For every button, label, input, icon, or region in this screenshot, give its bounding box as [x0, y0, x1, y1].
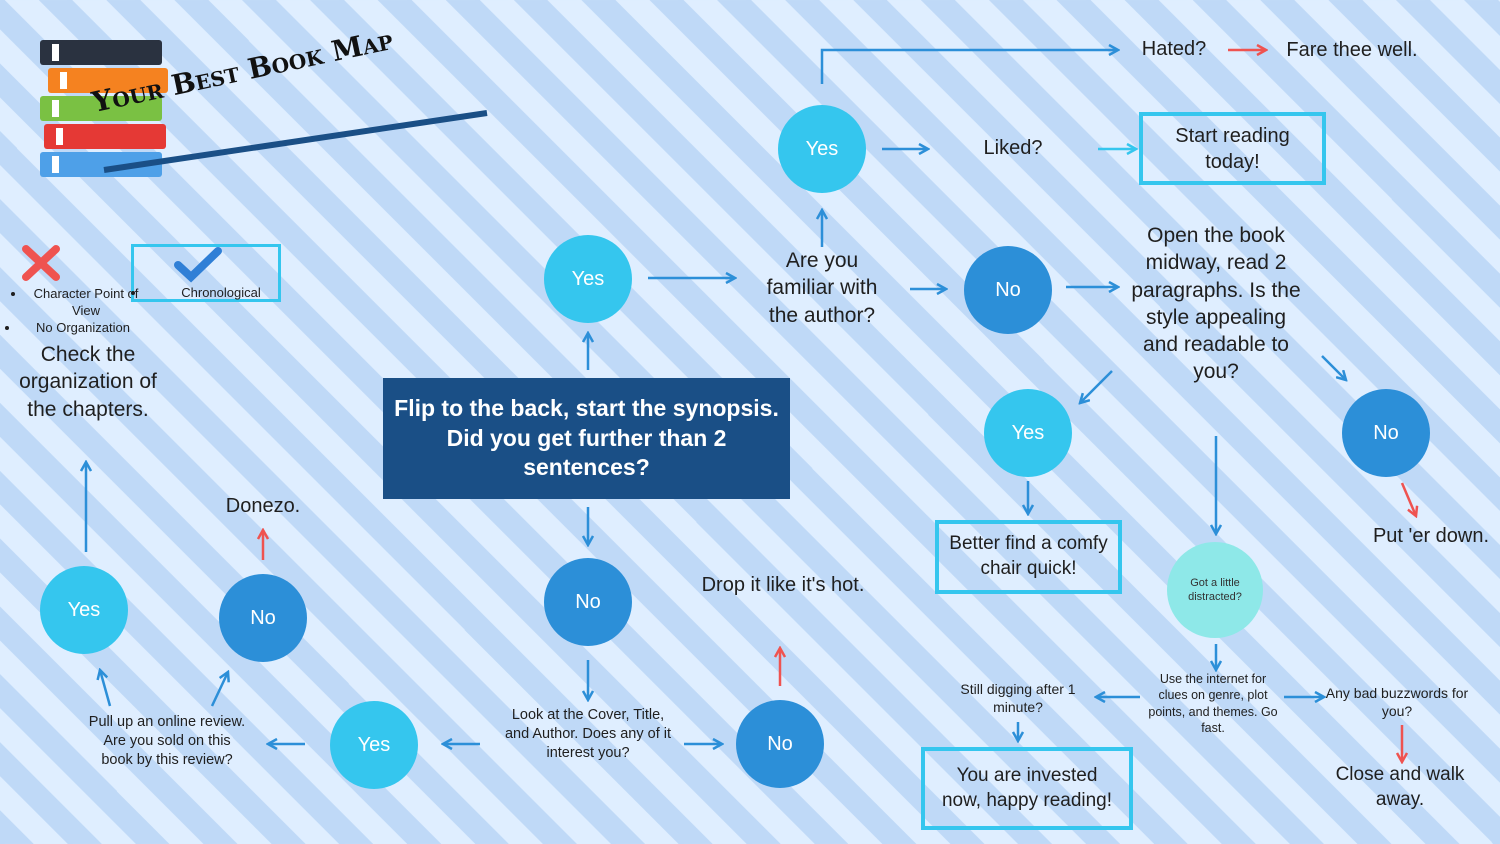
put-down-text: Put 'er down.	[1372, 525, 1490, 547]
org-bad-list: Character Point of View No Organization	[8, 286, 146, 337]
review-yes-node: Yes	[40, 566, 128, 654]
check-organization-text: Check the organization of the chapters.	[19, 343, 157, 421]
arrow-review-to-yes	[100, 670, 112, 707]
org-good-box: Chronological	[131, 244, 281, 302]
start-question-box: Flip to the back, start the synopsis. Di…	[383, 378, 790, 499]
start-reading-box: Start reading today!	[1139, 112, 1326, 185]
arrow-review-to-no	[210, 672, 228, 707]
internet-clues-text: Use the internet for clues on genre, plo…	[1148, 672, 1278, 735]
author-yes-node: Yes	[778, 105, 866, 193]
style-yes-node: Yes	[984, 389, 1072, 477]
close-walk-text: Close and walk away.	[1335, 764, 1465, 810]
author-no-node: No	[964, 246, 1052, 334]
cross-icon	[22, 245, 60, 281]
look-cover-text: Look at the Cover, Title, and Author. Do…	[504, 707, 672, 761]
synopsis-yes-node: Yes	[544, 235, 632, 323]
arrow-open-to-yes	[1080, 370, 1113, 403]
still-digging-text: Still digging after 1 minute?	[960, 681, 1076, 716]
liked-text: Liked?	[983, 137, 1043, 159]
comfy-chair-box: Better find a comfy chair quick!	[935, 520, 1122, 594]
buzzwords-text: Any bad buzzwords for you?	[1325, 685, 1469, 720]
hated-text: Hated?	[1141, 38, 1207, 60]
title-underline	[103, 110, 488, 173]
arrow-no-to-putdown	[1400, 482, 1416, 516]
online-review-text: Pull up an online review. Are you sold o…	[88, 714, 246, 768]
invested-box: You are invested now, happy reading!	[921, 747, 1133, 830]
donezo-text: Donezo.	[225, 495, 301, 517]
arrow-yes-to-hated	[820, 50, 1118, 84]
org-good-item: Chronological	[146, 285, 296, 302]
cover-no-node: No	[736, 700, 824, 788]
author-question-text: Are you familiar with the author?	[766, 249, 878, 327]
drop-hot-text: Drop it like it's hot.	[701, 574, 865, 596]
books-stack-icon	[40, 40, 168, 177]
arrow-open-to-no	[1321, 355, 1346, 380]
open-book-text: Open the book midway, read 2 paragraphs.…	[1131, 224, 1301, 384]
check-icon	[174, 247, 222, 283]
cover-yes-node: Yes	[330, 701, 418, 789]
org-bad-item: Character Point of View	[26, 286, 146, 320]
review-no-node: No	[219, 574, 307, 662]
fare-well-text: Fare thee well.	[1286, 39, 1418, 61]
style-no-node: No	[1342, 389, 1430, 477]
distracted-node: Got a little distracted?	[1167, 542, 1263, 638]
org-bad-item: No Organization	[20, 320, 146, 337]
synopsis-no-node: No	[544, 558, 632, 646]
